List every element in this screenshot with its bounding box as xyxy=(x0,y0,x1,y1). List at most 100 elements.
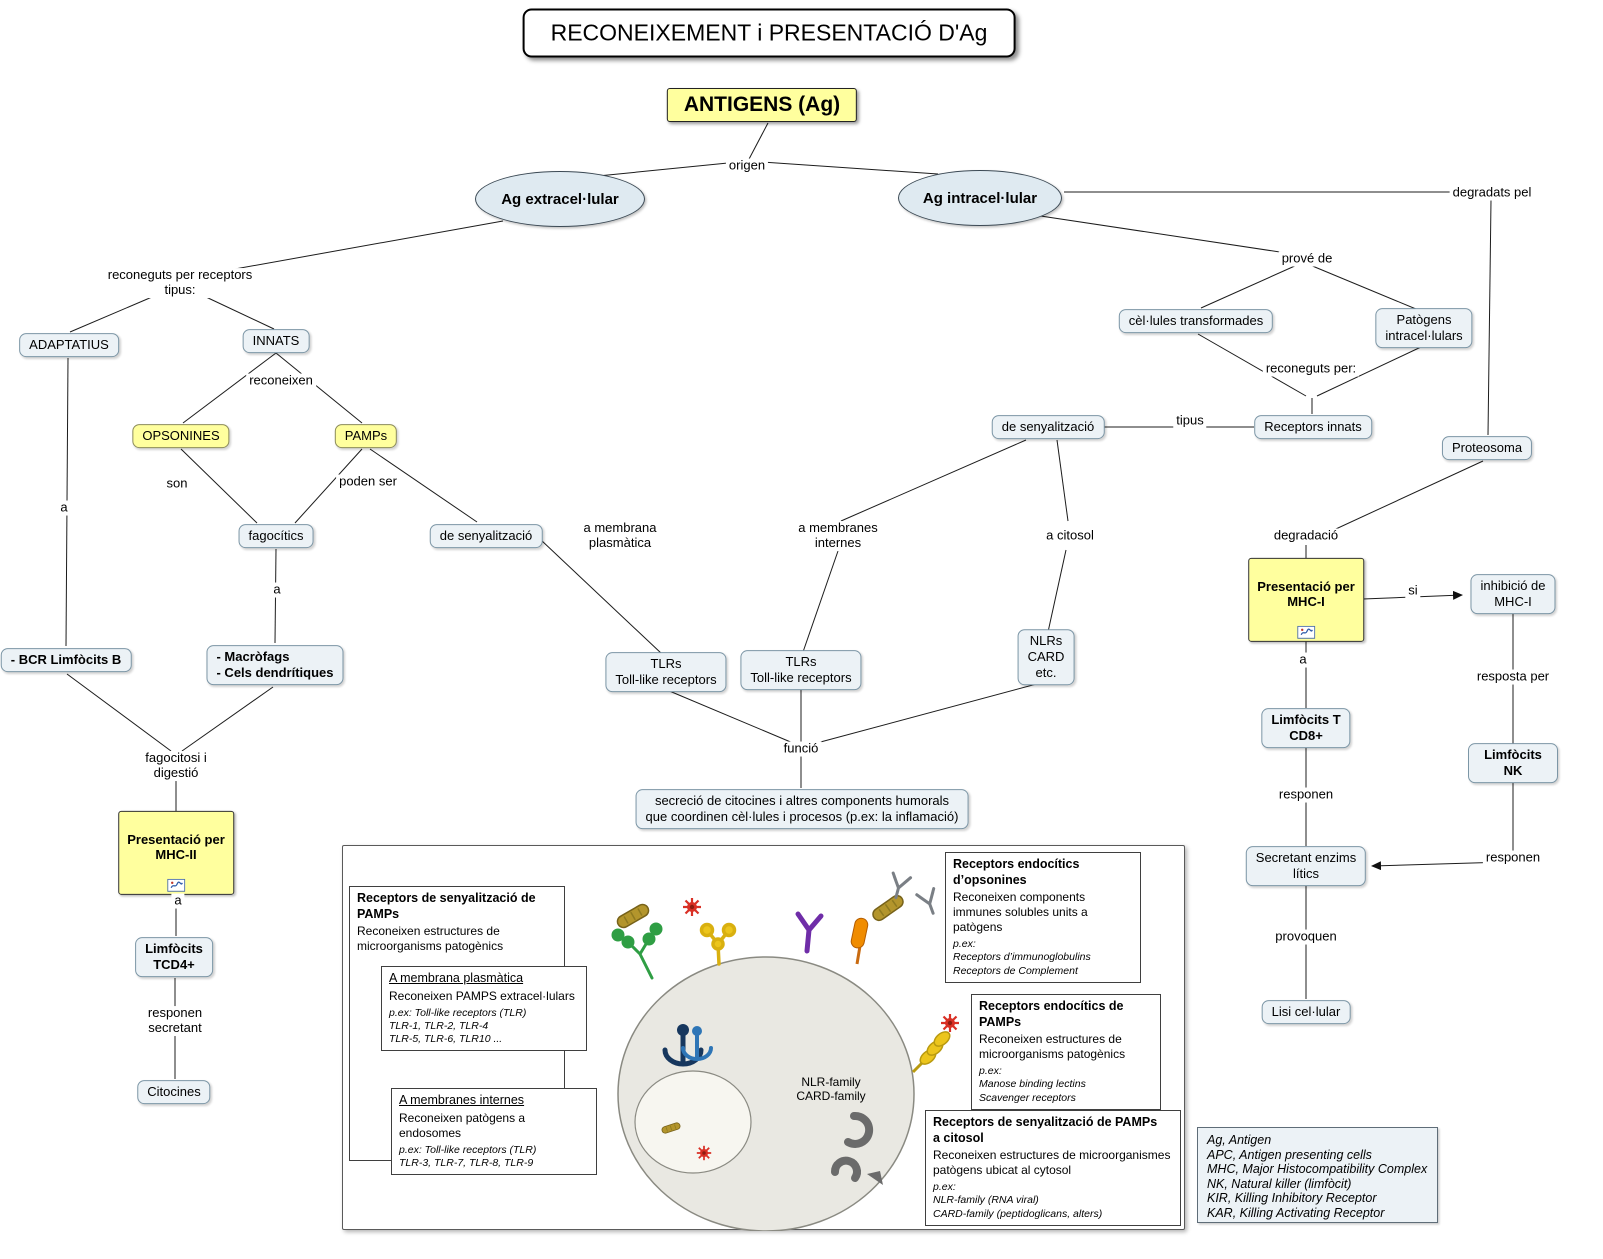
node-lisi-cellular[interactable]: Lisi cel·lular xyxy=(1261,1000,1351,1024)
panel-box-examples: p.ex: Toll-like receptors (TLR) TLR-1, T… xyxy=(389,1006,527,1045)
label-a-membranes-internes: a membranes internes xyxy=(795,520,881,551)
antibody-icon xyxy=(915,887,944,918)
panel-box-examples: p.ex: NLR-family (RNA viral) CARD-family… xyxy=(933,1181,1103,1220)
label-a-1: a xyxy=(57,500,71,516)
node-citocines[interactable]: Citocines xyxy=(137,1080,211,1104)
node-inhibicio-mhc1[interactable]: inhibició de MHC-I xyxy=(1470,574,1556,614)
panel-box-body: Reconeixen patògens a endosomes xyxy=(399,1110,526,1140)
legend-item: NK, Natural killer (limfòcit) xyxy=(1207,1176,1352,1191)
label-poden-ser: poden ser xyxy=(336,474,400,490)
node-ag-intracellular[interactable]: Ag intracel·lular xyxy=(898,170,1062,226)
node-cellules-transformades[interactable]: cèl·lules transformades xyxy=(1118,309,1274,333)
node-innats[interactable]: INNATS xyxy=(242,329,310,353)
nlr-molecule-icon xyxy=(662,1024,713,1067)
panel-box-examples: p.ex: Manose binding lectins Scavenger r… xyxy=(979,1065,1086,1104)
label-son: son xyxy=(163,476,191,492)
node-receptors-innats[interactable]: Receptors innats xyxy=(1254,415,1372,439)
node-tlrs-2[interactable]: TLRs Toll-like receptors xyxy=(740,650,862,690)
label-a-citosol: a citosol xyxy=(1043,528,1097,544)
panel-box-endocitics-opsonines[interactable]: Receptors endocítics d’opsonines Reconei… xyxy=(945,852,1141,983)
label-a-membrana-plasmatica: a membrana plasmàtica xyxy=(580,520,660,551)
legend-item: KIR, Killing Inhibitory Receptor xyxy=(1207,1191,1377,1205)
node-ag-extracellular[interactable]: Ag extracel·lular xyxy=(475,171,645,227)
node-fagocitics[interactable]: fagocítics xyxy=(238,524,314,548)
node-proteosoma[interactable]: Proteosoma xyxy=(1441,436,1533,460)
node-opsonines[interactable]: OPSONINES xyxy=(132,424,230,448)
label-a-2: a xyxy=(270,582,284,598)
node-adaptatius[interactable]: ADAPTATIUS xyxy=(19,333,119,357)
panel-box-body: Reconeixen estructures de microorganisme… xyxy=(933,1148,1171,1178)
cell-illustration xyxy=(611,871,961,1231)
label-origen: origen xyxy=(725,158,769,174)
node-limfocits-nk[interactable]: Limfòcits NK xyxy=(1468,743,1558,783)
apc-icon xyxy=(166,864,185,893)
bacterium-icon xyxy=(869,892,907,924)
panel-box-body: Reconeixen PAMPS extracel·lulars xyxy=(389,988,575,1003)
panel-box-examples: p.ex: Toll-like receptors (TLR) TLR-3, T… xyxy=(399,1143,537,1169)
node-bcr-limfocits-b[interactable]: - BCR Limfòcits B xyxy=(0,648,132,672)
node-senyalitzacio-esquerra[interactable]: de senyalització xyxy=(429,524,543,548)
node-patogens-intracellulars[interactable]: Patògens intracel·lulars xyxy=(1375,308,1473,348)
node-senyalitzacio-dreta[interactable]: de senyalització xyxy=(991,415,1105,439)
node-limfocits-cd8[interactable]: Limfòcits T CD8+ xyxy=(1261,708,1351,748)
label-reconeguts-per: reconeguts per: xyxy=(1262,361,1360,377)
label-responen-1: responen xyxy=(1275,787,1337,803)
panel-box-title: Receptors de senyalització de PAMPs a ci… xyxy=(933,1115,1158,1145)
node-pamps[interactable]: PAMPs xyxy=(334,424,398,448)
label-responen-2: responen xyxy=(1482,850,1544,866)
node-presentacio-mhc1[interactable]: Presentació per MHC-I xyxy=(1248,557,1364,643)
card-family-icon xyxy=(831,1111,874,1182)
node-limfocits-tcd4[interactable]: Limfòcits TCD4+ xyxy=(135,937,213,977)
legend-item: KAR, Killing Activating Receptor xyxy=(1207,1205,1385,1220)
panel-box-title: Receptors de senyalització de PAMPs xyxy=(357,891,536,921)
node-tlrs-1[interactable]: TLRs Toll-like receptors xyxy=(605,652,727,692)
label-funcio: funció xyxy=(780,741,822,757)
label-prove-de: prové de xyxy=(1278,251,1336,267)
label-reconeguts-tipus: reconeguts per receptors tipus: xyxy=(104,267,256,298)
receptor-green-icon xyxy=(611,922,663,980)
cell-body-icon xyxy=(617,956,915,1231)
legend-item: MHC, Major Histocompatibility Complex xyxy=(1207,1162,1428,1176)
mhc1-label: Presentació per MHC-I xyxy=(1257,578,1355,609)
page-title: RECONEIXEMENT i PRESENTACIÓ D'Ag xyxy=(522,8,1016,58)
card-arrow-icon xyxy=(867,1171,883,1185)
label-degradacio: degradació xyxy=(1270,528,1342,544)
label-resposta-per: resposta per xyxy=(1473,669,1553,685)
panel-box-title: A membranes internes xyxy=(399,1093,525,1107)
panel-box-membrana-plasmatica[interactable]: A membrana plasmàtica Reconeixen PAMPS e… xyxy=(381,966,587,1051)
node-nlrs-card[interactable]: NLRs CARD etc. xyxy=(1017,629,1075,685)
panel-box-title: A membrana plasmàtica xyxy=(389,971,524,985)
receptor-orange-icon xyxy=(850,917,869,965)
label-fagocitosi: fagocitosi i digestió xyxy=(142,750,210,781)
panel-box-body: Reconeixen estructures de microorganisms… xyxy=(979,1032,1126,1062)
receptor-yellow-stack-icon xyxy=(911,1031,951,1074)
apc-icon xyxy=(1296,611,1315,640)
label-reconeixen: reconeixen xyxy=(246,373,316,389)
node-secretant-enzims[interactable]: Secretant enzims lítics xyxy=(1245,846,1367,886)
receptor-yellow-icon xyxy=(699,922,737,966)
legend-item: Ag, Antigen xyxy=(1207,1133,1272,1147)
label-a-4: a xyxy=(1296,652,1310,668)
legend-item: APC, Antigen presenting cells xyxy=(1207,1147,1372,1162)
label-provoquen: provoquen xyxy=(1272,929,1340,945)
node-macrofags-dendritiques[interactable]: - Macròfags - Cels dendrítiques xyxy=(206,645,344,685)
receptor-purple-icon xyxy=(795,911,824,954)
panel-box-endocitics-pamps[interactable]: Receptors endocítics de PAMPs Reconeixen… xyxy=(971,994,1161,1110)
node-presentacio-mhc2[interactable]: Presentació per MHC-II xyxy=(118,810,234,896)
node-secrecio-citocines[interactable]: secreció de citocines i altres component… xyxy=(635,789,969,829)
panel-box-senyalitzacio-citosol[interactable]: Receptors de senyalització de PAMPs a ci… xyxy=(925,1110,1181,1226)
virus-icon xyxy=(939,1012,961,1034)
virus-icon xyxy=(681,896,703,918)
bacterium-icon xyxy=(614,901,652,931)
virus-icon xyxy=(695,1144,713,1162)
panel-box-title: Receptors endocítics d’opsonines xyxy=(953,857,1080,887)
label-responen-secretant: responen secretant xyxy=(144,1005,206,1036)
label-tipus: tipus xyxy=(1173,413,1207,429)
receptor-illustration-panel: Receptors de senyalització de PAMPs Reco… xyxy=(342,845,1185,1231)
node-antigens[interactable]: ANTIGENS (Ag) xyxy=(666,88,858,122)
panel-box-membranes-internes[interactable]: A membranes internes Reconeixen patògens… xyxy=(391,1088,597,1175)
cell-label-nlr-card: NLR-family CARD-family xyxy=(796,1075,866,1103)
panel-box-body: Reconeixen components immunes solubles u… xyxy=(953,890,1088,935)
panel-box-examples: p.ex: Receptors d’immunoglobulins Recept… xyxy=(953,938,1091,977)
